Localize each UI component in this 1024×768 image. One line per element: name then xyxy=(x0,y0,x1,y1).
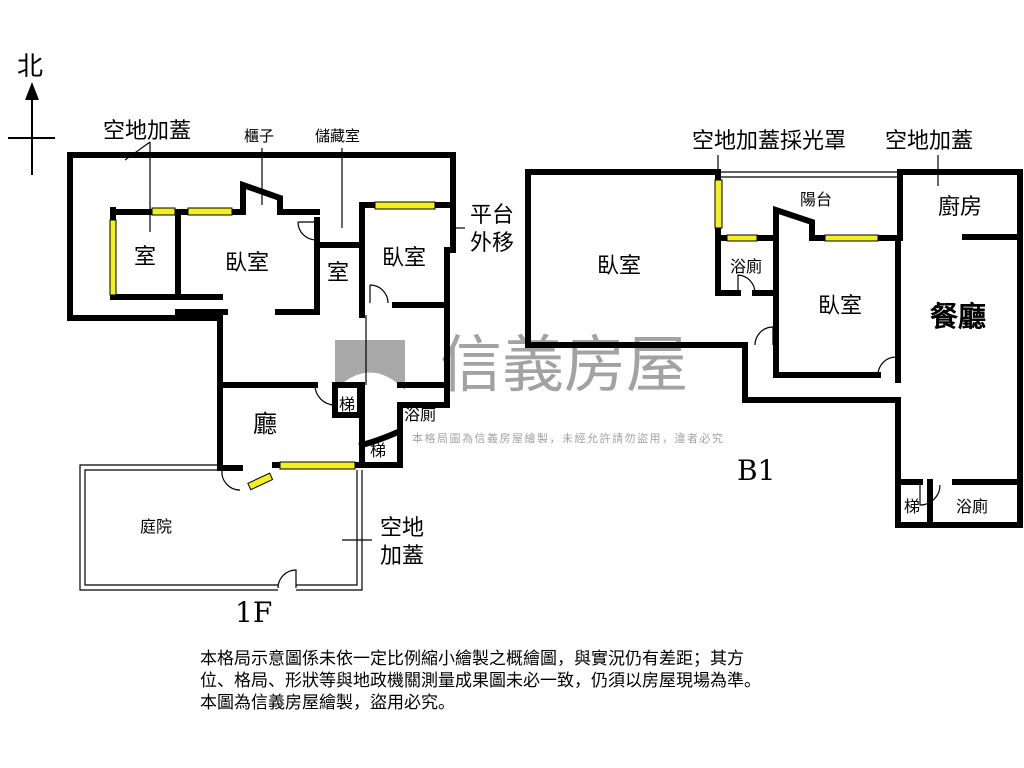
room-bedroom-1f-1: 臥室 xyxy=(225,251,269,276)
room-stairs-2: 梯 xyxy=(370,441,386,460)
room-courtyard: 庭院 xyxy=(140,517,172,536)
room-bathroom-b1-1: 浴廁 xyxy=(730,257,762,276)
watermark-brand: 信義房屋 xyxy=(440,328,688,401)
floor-1f-windows xyxy=(109,201,436,491)
room-small: 室 xyxy=(134,245,156,270)
room-mid: 室 xyxy=(327,261,349,286)
disclaimer-line-3: 本圖為信義房屋繪製，盜用必究。 xyxy=(200,693,455,713)
floor-label-1f: 1F xyxy=(235,596,272,629)
room-dining: 餐廳 xyxy=(930,300,986,333)
floor-b1-balcony-rail xyxy=(718,171,900,178)
label-skylight: 空地加蓋採光罩 xyxy=(692,129,846,154)
label-storage: 儲藏室 xyxy=(315,127,360,145)
label-open-space-bottom-1: 空地 xyxy=(380,516,424,541)
label-open-space-top: 空地加蓋 xyxy=(103,119,191,144)
room-bedroom-1f-2: 臥室 xyxy=(382,246,426,271)
floor-b1-windows xyxy=(714,179,879,242)
room-kitchen: 廚房 xyxy=(938,195,982,220)
compass-north-arrow-icon xyxy=(8,82,55,175)
disclaimer-line-2: 位、格局、形狀等與地政機關測量成果圖未必一致，仍須以房屋現場為準。 xyxy=(200,671,761,691)
room-stairs-1: 梯 xyxy=(339,395,355,414)
disclaimer: 本格局示意圖係未依一定比例縮小繪製之概繪圖，與實況仍有差距；其方 位、格局、形狀… xyxy=(200,648,900,714)
disclaimer-line-1: 本格局示意圖係未依一定比例縮小繪製之概繪圖，與實況仍有差距；其方 xyxy=(200,649,744,669)
room-bedroom-b1-2: 臥室 xyxy=(818,294,862,319)
courtyard-outline xyxy=(79,464,363,591)
north-label: 北 xyxy=(17,52,43,82)
floor-b1-doors xyxy=(737,195,941,506)
label-cabinet: 櫃子 xyxy=(244,127,274,145)
room-bedroom-b1-1: 臥室 xyxy=(597,254,641,279)
room-balcony: 陽台 xyxy=(800,190,832,209)
label-platform-2: 外移 xyxy=(470,231,514,256)
floor-1f-doors xyxy=(221,221,389,589)
floor-b1-walls xyxy=(525,169,1023,528)
label-platform-1: 平台 xyxy=(470,203,514,228)
floor-label-b1: B1 xyxy=(737,454,775,487)
room-bathroom-1f: 浴廁 xyxy=(404,405,436,424)
label-open-space-b1: 空地加蓋 xyxy=(885,129,973,154)
leader-lines xyxy=(124,141,939,541)
room-stairs-b1: 梯 xyxy=(904,497,920,516)
watermark-notice: 本格局圖為信義房屋繪製，未經允許請勿盜用，違者必究 xyxy=(412,431,725,445)
room-living: 廳 xyxy=(253,410,277,438)
label-open-space-bottom-2: 加蓋 xyxy=(380,544,424,569)
room-bathroom-b1-2: 浴廁 xyxy=(956,497,988,516)
